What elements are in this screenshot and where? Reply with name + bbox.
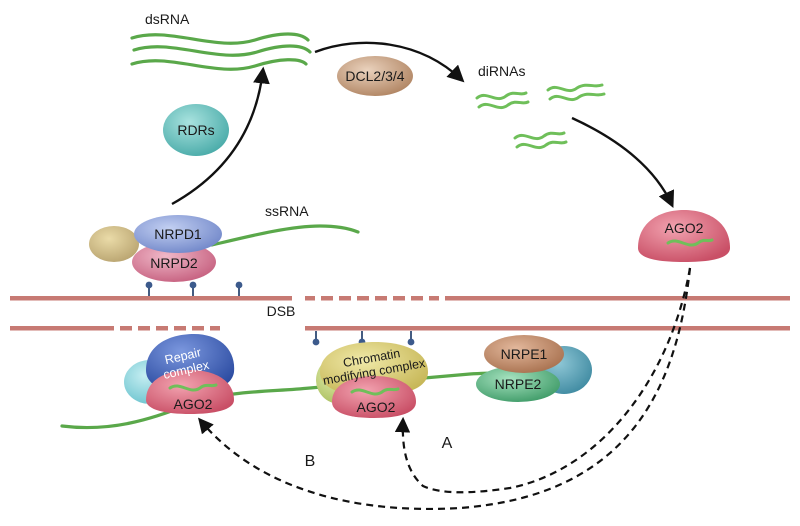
dna-upper-left bbox=[10, 296, 292, 301]
dirnas-label: diRNAs bbox=[478, 63, 525, 79]
dirna-duplexes bbox=[475, 83, 606, 150]
ssrna-strand bbox=[210, 224, 360, 247]
dcl-enzyme bbox=[337, 56, 413, 96]
dicing-arrow bbox=[314, 41, 465, 83]
ssrna-label: ssRNA bbox=[265, 203, 309, 219]
dcl-label: DCL2/3/4 bbox=[345, 68, 404, 84]
dna-lower-right bbox=[305, 326, 790, 331]
synthesis-arrow bbox=[171, 66, 270, 206]
ago2-mid bbox=[332, 376, 416, 418]
nrpe-complex bbox=[476, 335, 592, 402]
nrpd1-label: NRPD1 bbox=[154, 226, 202, 242]
nrpe2-subunit bbox=[476, 366, 560, 402]
rdrs-label: RDRs bbox=[177, 122, 214, 138]
ago2-mid-label: AGO2 bbox=[357, 399, 396, 415]
nrpe1-label: NRPE1 bbox=[501, 346, 548, 362]
dna-lower-left bbox=[10, 326, 114, 331]
dna-double-strand bbox=[10, 296, 790, 331]
nrpd-complex bbox=[89, 215, 222, 282]
dsb-label: DSB bbox=[267, 303, 296, 319]
dna-upper-right bbox=[445, 296, 790, 301]
ago2-loaded bbox=[638, 210, 730, 262]
methylation-marks-upper bbox=[145, 281, 243, 296]
path-b-arrow bbox=[198, 267, 692, 511]
path-a-arrow bbox=[394, 267, 692, 494]
path-b-label: B bbox=[305, 453, 316, 470]
nrpd1-subunit bbox=[134, 215, 222, 253]
path-a-label: A bbox=[442, 435, 453, 452]
rdrs-enzyme bbox=[163, 104, 229, 156]
ago2-left bbox=[146, 370, 234, 414]
dsrna-strands bbox=[130, 32, 312, 71]
nrpd2-label: NRPD2 bbox=[150, 255, 198, 271]
ago2-left-label: AGO2 bbox=[174, 396, 213, 412]
nrpe2-label: NRPE2 bbox=[495, 376, 542, 392]
loading-arrow bbox=[571, 116, 675, 209]
nrpd2-subunit bbox=[132, 242, 216, 282]
chromatin-complex-group bbox=[316, 342, 428, 418]
nrpe1-subunit bbox=[484, 335, 564, 373]
dsrna-label: dsRNA bbox=[145, 11, 190, 27]
nrpd-accessory-subunit bbox=[89, 226, 139, 262]
ago2-top-label: AGO2 bbox=[665, 220, 704, 236]
repair-complex-group bbox=[124, 334, 235, 414]
